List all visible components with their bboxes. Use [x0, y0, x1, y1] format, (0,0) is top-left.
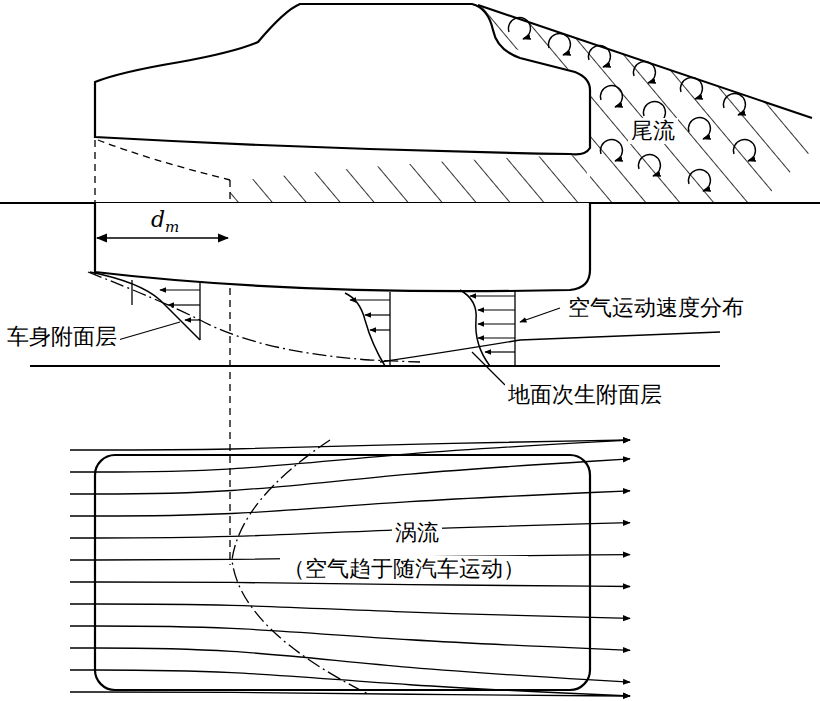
- vortex-symbol: [600, 140, 622, 161]
- callout-label: 车身附面层: [4, 324, 120, 350]
- streamline: [70, 582, 630, 587]
- vortex-symbol: [633, 62, 655, 83]
- vortex-symbol: [600, 86, 622, 107]
- vortex-symbol: [723, 94, 745, 115]
- streamline: [70, 604, 630, 618]
- vortex-symbol: [688, 118, 710, 139]
- region-label: 涡流: [392, 520, 442, 546]
- vortex-symbol: [638, 155, 660, 176]
- wake-label: 尾流: [628, 118, 678, 144]
- streamline: [70, 670, 630, 696]
- vortex-symbol: [680, 78, 702, 99]
- region-note: （空气趋于随汽车运动）: [280, 556, 528, 582]
- vortex-symbol: [688, 170, 710, 191]
- callout-label: 空气运动速度分布: [565, 295, 747, 321]
- vortex-symbol: [548, 34, 570, 55]
- streamline: [70, 626, 630, 650]
- streamline: [70, 440, 630, 472]
- streamline: [70, 648, 630, 682]
- vortex-symbol: [588, 46, 610, 67]
- vortex-symbol: [733, 140, 755, 161]
- streamline: [70, 459, 630, 494]
- vortex-symbol: [508, 18, 530, 39]
- streamline: [70, 692, 630, 696]
- callout-label: 地面次生附面层: [505, 382, 665, 408]
- streamline: [70, 491, 630, 516]
- dimension-label: dm: [148, 207, 182, 236]
- streamline: [70, 523, 630, 538]
